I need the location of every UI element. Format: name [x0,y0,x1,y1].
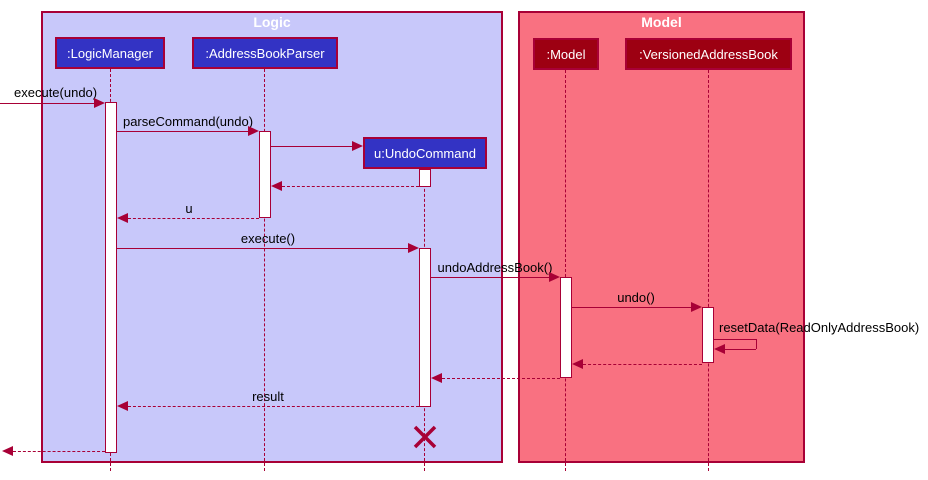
message-arrow-return-u [128,218,259,219]
message-arrow-create-undo-command [271,146,353,147]
arrowhead-icon [352,141,363,151]
arrowhead-icon [2,446,13,456]
arrowhead-icon [691,302,702,312]
arrowhead-icon [714,344,725,354]
participant-address-book-parser: :AddressBookParser [192,37,338,69]
participant-model-label: :Model [546,46,586,62]
arrowhead-icon [549,272,560,282]
lifeline-address-book-parser [264,69,265,471]
message-arrow-reset-data-side [756,339,757,349]
arrowhead-icon [408,243,419,253]
message-label-reset-data: resetData(ReadOnlyAddressBook) [719,320,920,335]
message-arrow-undo [572,307,691,308]
message-arrow-parse-command [117,131,249,132]
message-arrow-reset-data-top [714,339,756,340]
message-arrow-return-external [13,451,105,452]
arrowhead-icon [94,98,105,108]
frame-logic-title: Logic [253,14,291,30]
activation-model [560,277,572,378]
message-arrow-return-to-model [583,364,702,365]
message-arrow-execute [117,248,408,249]
participant-versioned-address-book: :VersionedAddressBook [625,38,792,70]
participant-versioned-address-book-label: :VersionedAddressBook [639,46,778,62]
destroy-icon [413,425,437,449]
message-label-execute-undo: execute(undo) [14,85,98,100]
activation-address-book-parser [259,131,271,218]
message-arrow-return-to-undo-command [442,378,560,379]
message-arrow-undo-address-book [431,277,549,278]
arrowhead-icon [572,359,583,369]
participant-undo-command: u:UndoCommand [363,137,487,169]
arrowhead-icon [248,126,259,136]
message-label-return-u: u [185,201,193,216]
frame-model: Model [518,11,805,463]
activation-logic-manager [105,102,117,453]
arrowhead-icon [271,181,282,191]
message-label-return-result: result [252,389,284,404]
arrowhead-icon [117,401,128,411]
message-arrow-reset-data-bottom [725,349,756,350]
message-label-parse-command: parseCommand(undo) [122,114,254,129]
message-label-undo-address-book: undoAddressBook() [437,260,553,275]
activation-undo-command-execute [419,248,431,407]
message-label-undo: undo() [617,290,655,305]
activation-versioned-address-book [702,307,714,363]
participant-address-book-parser-label: :AddressBookParser [205,45,325,61]
participant-logic-manager: :LogicManager [55,37,165,69]
lifeline-versioned-address-book [708,70,709,471]
participant-logic-manager-label: :LogicManager [67,45,153,61]
activation-undo-command-create [419,169,431,187]
lifeline-model [565,70,566,471]
message-arrow-return-result [128,406,419,407]
arrowhead-icon [431,373,442,383]
frame-model-title: Model [641,14,682,30]
message-label-execute: execute() [240,231,296,246]
participant-model: :Model [533,38,599,70]
message-arrow-return-to-parser [282,186,419,187]
participant-undo-command-label: u:UndoCommand [374,145,476,161]
message-arrow-execute-undo [0,103,95,104]
frame-logic: Logic [41,11,503,463]
arrowhead-icon [117,213,128,223]
